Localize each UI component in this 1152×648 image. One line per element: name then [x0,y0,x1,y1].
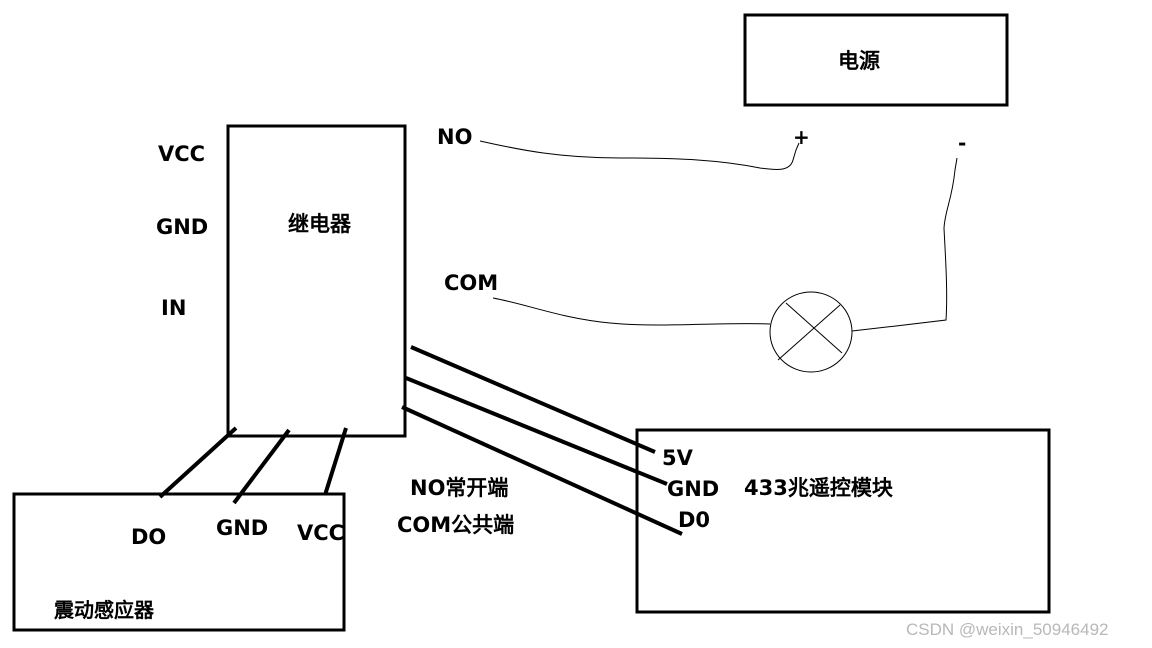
vibration-sensor-box [12,492,346,632]
wire-relay-to-do [158,426,238,499]
relay-label: 继电器 [288,212,351,236]
relay-vcc-label: VCC [158,142,206,166]
module-d0-label: D0 [678,508,711,532]
watermark-text: CSDN @weixin_50946492 [906,620,1109,639]
remote-module-box [635,428,1051,614]
wire-relay-to-sensor-gnd [232,428,291,505]
sensor-do-label: DO [131,525,167,549]
power-minus-label: - [958,131,967,155]
lamp-to-minus-wire [851,157,958,332]
lamp-symbol [769,291,853,373]
power-plus-label: + [793,125,810,149]
power-supply-box [743,13,1009,107]
no-wire [479,140,800,171]
remote-module-label: 433兆遥控模块 [744,476,893,500]
wire-relay-to-d0 [401,405,683,536]
relay-in-label: IN [161,296,187,320]
sensor-vcc-label: VCC [297,521,345,545]
relay-com-label: COM [444,271,499,295]
vibration-sensor-label: 震动感应器 [54,598,154,622]
power-supply-label: 电源 [838,49,880,73]
relay-box [226,124,407,438]
wire-relay-to-5v [410,345,656,454]
sensor-gnd-label: GND [216,516,269,540]
com-wire [492,297,771,326]
no-note-label: NO常开端 [410,476,509,500]
relay-gnd-label: GND [156,215,209,239]
module-gnd-label: GND [667,477,720,501]
relay-no-label: NO [437,125,473,149]
wire-relay-to-sensor-vcc [323,427,348,496]
module-5v-label: 5V [662,446,693,470]
com-note-label: COM公共端 [397,513,515,537]
wire-relay-to-gnd [405,376,668,486]
